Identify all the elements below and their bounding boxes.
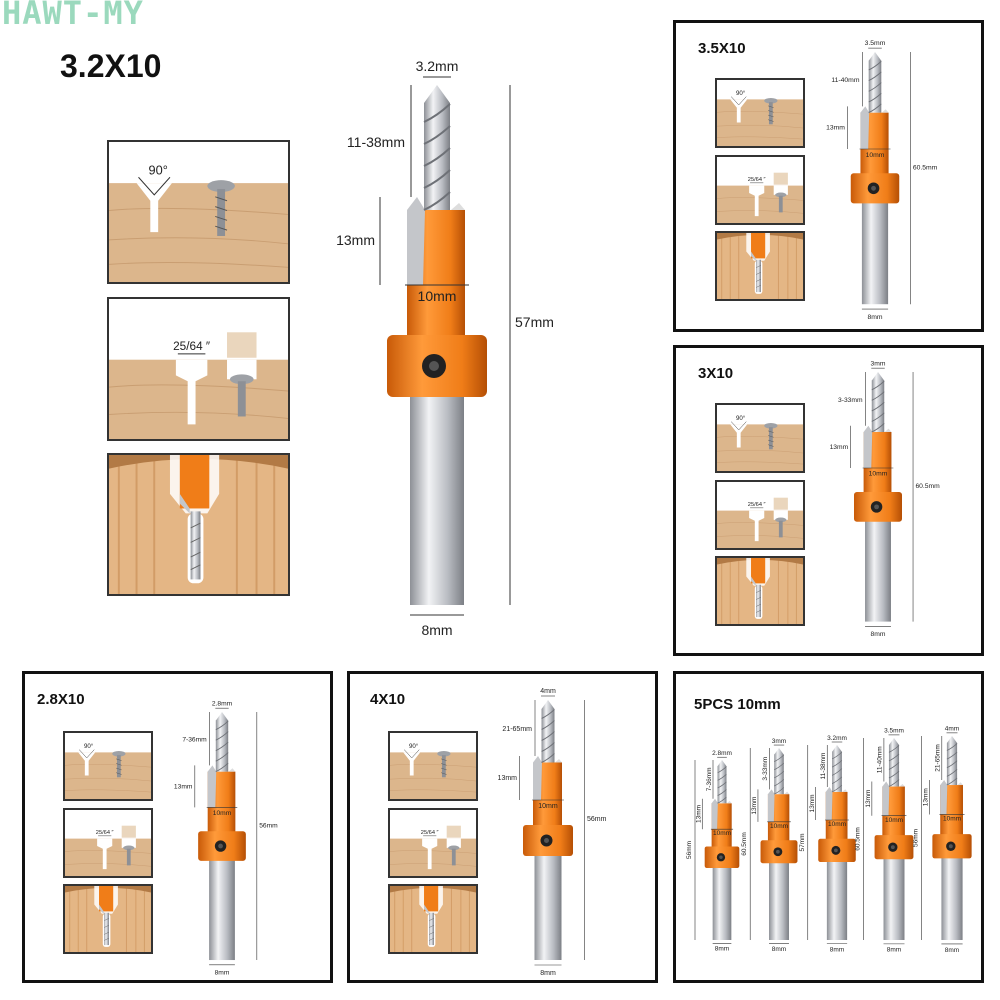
bore-label: 25/64 ″ bbox=[173, 340, 210, 353]
wood-plug bbox=[773, 172, 788, 185]
drill-tip bbox=[104, 912, 109, 946]
hex-screw-icon bbox=[422, 354, 446, 378]
screw-icon bbox=[764, 98, 778, 104]
panel-title: 4X10 bbox=[370, 691, 406, 708]
flute bbox=[423, 103, 451, 123]
wood-block bbox=[717, 99, 803, 146]
bit-body bbox=[751, 558, 766, 584]
counterbore-diagram: 25/64 ″ bbox=[388, 808, 478, 878]
counterbore-hole bbox=[749, 185, 765, 217]
dimension-label: 13mm bbox=[336, 232, 375, 248]
wood-plug bbox=[446, 825, 461, 838]
counterbore-diagram: 25/64 ″ bbox=[715, 480, 805, 550]
flute bbox=[423, 191, 451, 211]
wood-block bbox=[65, 752, 151, 799]
screw-icon bbox=[775, 517, 787, 523]
flute bbox=[423, 125, 451, 145]
counterbore-diagram: 25/64 ″ bbox=[107, 297, 290, 441]
screw-icon bbox=[123, 845, 135, 851]
countersunk-hole bbox=[78, 752, 96, 776]
angle-label: 90° bbox=[736, 416, 746, 422]
counterbore-diagram: 25/64 ″ bbox=[715, 155, 805, 225]
wood-plug bbox=[121, 825, 136, 838]
wood-plug bbox=[227, 332, 257, 358]
cross-section-diagram bbox=[715, 556, 805, 626]
dimension-label: 8mm bbox=[421, 622, 452, 638]
countersink-diagram: 90° bbox=[715, 78, 805, 148]
cross-section-diagram bbox=[63, 884, 153, 954]
drill-tip bbox=[429, 912, 434, 946]
countersink-body bbox=[407, 210, 465, 345]
wood-block bbox=[717, 424, 803, 471]
bore-label: 25/64 ″ bbox=[748, 502, 766, 508]
bit-body bbox=[751, 233, 766, 259]
bit-body bbox=[179, 455, 210, 509]
cross-section-diagram bbox=[107, 453, 290, 596]
angle-label: 90° bbox=[409, 744, 419, 750]
counterbore-diagram: 25/64 ″ bbox=[63, 808, 153, 878]
countersunk-hole bbox=[730, 99, 748, 123]
screw-icon bbox=[764, 423, 778, 429]
angle-label: 90° bbox=[736, 91, 746, 97]
cross-section-diagram bbox=[388, 884, 478, 954]
screw-icon bbox=[437, 751, 451, 757]
panel-title: 5PCS 10mm bbox=[694, 696, 781, 713]
drill-tip bbox=[190, 511, 201, 580]
flute bbox=[423, 169, 451, 189]
countersink-diagram: 90° bbox=[715, 403, 805, 473]
dimension-label: 11-38mm bbox=[347, 134, 405, 150]
bore-label: 25/64 ″ bbox=[421, 830, 439, 836]
panel-title: 3X10 bbox=[698, 365, 734, 382]
cutter-edge bbox=[451, 203, 465, 210]
bit-body bbox=[99, 886, 114, 912]
wood-block bbox=[390, 752, 476, 799]
countersunk-hole bbox=[730, 424, 748, 448]
panel-title: 2.8X10 bbox=[37, 691, 85, 708]
dimension-label: 10mm bbox=[418, 288, 457, 304]
drill-tip bbox=[756, 259, 761, 293]
flute bbox=[423, 147, 451, 167]
screw-icon bbox=[112, 751, 126, 757]
main-title: 3.2X10 bbox=[60, 48, 162, 84]
screw-icon bbox=[229, 374, 254, 385]
counterbore-hole bbox=[175, 359, 208, 425]
wood-plug bbox=[773, 497, 788, 510]
watermark: HAWT-MY bbox=[2, 0, 144, 32]
bit-body bbox=[424, 886, 439, 912]
bore-label: 25/64 ″ bbox=[748, 177, 766, 183]
screw-icon bbox=[775, 192, 787, 198]
countersink-diagram: 90° bbox=[388, 731, 478, 801]
drill-bit: 3.2mm 11-38mm 13mm 10mm 57mm 8mm bbox=[336, 58, 554, 638]
countersunk-hole bbox=[136, 183, 172, 233]
screw-icon bbox=[207, 180, 235, 192]
counterbore-hole bbox=[422, 838, 438, 870]
dimension-label: 3.2mm bbox=[416, 58, 459, 74]
wood-block bbox=[109, 183, 288, 282]
counterbore-hole bbox=[97, 838, 113, 870]
bore-label: 25/64 ″ bbox=[96, 830, 114, 836]
dimension-label: 57mm bbox=[515, 314, 554, 330]
angle-label: 90° bbox=[84, 744, 94, 750]
stop-collar bbox=[387, 335, 487, 397]
countersunk-hole bbox=[403, 752, 421, 776]
angle-label: 90° bbox=[149, 162, 168, 177]
twist-drill bbox=[424, 85, 450, 210]
drill-tip bbox=[756, 584, 761, 618]
countersink-diagram: 90° bbox=[107, 140, 290, 284]
countersink-diagram: 90° bbox=[63, 731, 153, 801]
panel-title: 3.5X10 bbox=[698, 40, 746, 57]
counterbore-hole bbox=[749, 510, 765, 542]
screw-icon bbox=[448, 845, 460, 851]
shank bbox=[410, 390, 464, 605]
panel-5pcs: 5PCS 10mm bbox=[673, 671, 984, 983]
cross-section-diagram bbox=[715, 231, 805, 301]
hex-socket bbox=[429, 361, 439, 371]
cutter-blade bbox=[407, 197, 425, 285]
